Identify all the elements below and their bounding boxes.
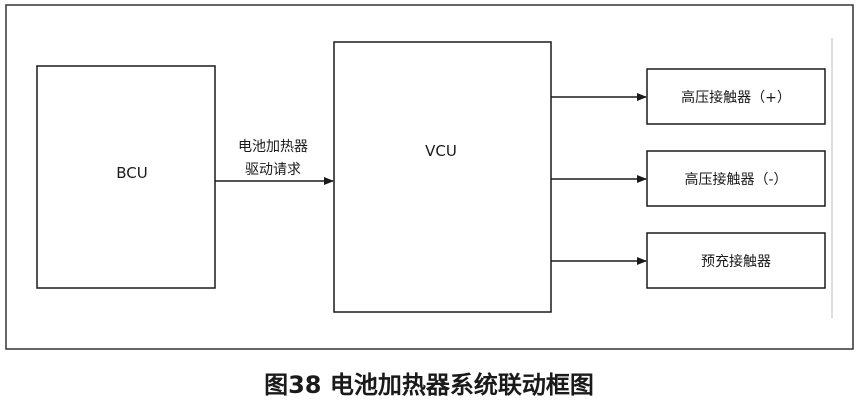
bcu-block: BCU — [36, 65, 216, 289]
request-label-line2: 驱动请求 — [245, 162, 301, 178]
output-block-precharge: 预充接触器 — [551, 232, 826, 289]
vcu-block: VCU — [333, 41, 552, 313]
output-label-hv-negative: 高压接触器（-） — [684, 171, 787, 188]
vcu-box — [333, 41, 552, 313]
output-box-hv-positive — [646, 68, 826, 125]
output-box-hv-negative — [646, 150, 826, 207]
diagram-frame — [5, 4, 854, 350]
vcu-label: VCU — [425, 142, 457, 160]
output-box-precharge — [646, 232, 826, 289]
figure-caption: 图38 电池加热器系统联动框图 — [264, 371, 594, 399]
output-label-precharge: 预充接触器 — [701, 253, 771, 270]
output-label-hv-positive: 高压接触器（+） — [681, 89, 791, 106]
output-block-hv-positive: 高压接触器（+） — [551, 68, 826, 125]
bcu-label: BCU — [116, 164, 147, 182]
output-block-hv-negative: 高压接触器（-） — [551, 150, 826, 207]
request-label-line1: 电池加热器 — [238, 139, 308, 155]
bcu-box — [36, 65, 216, 289]
request-connector: 电池加热器 驱动请求 — [215, 139, 334, 185]
